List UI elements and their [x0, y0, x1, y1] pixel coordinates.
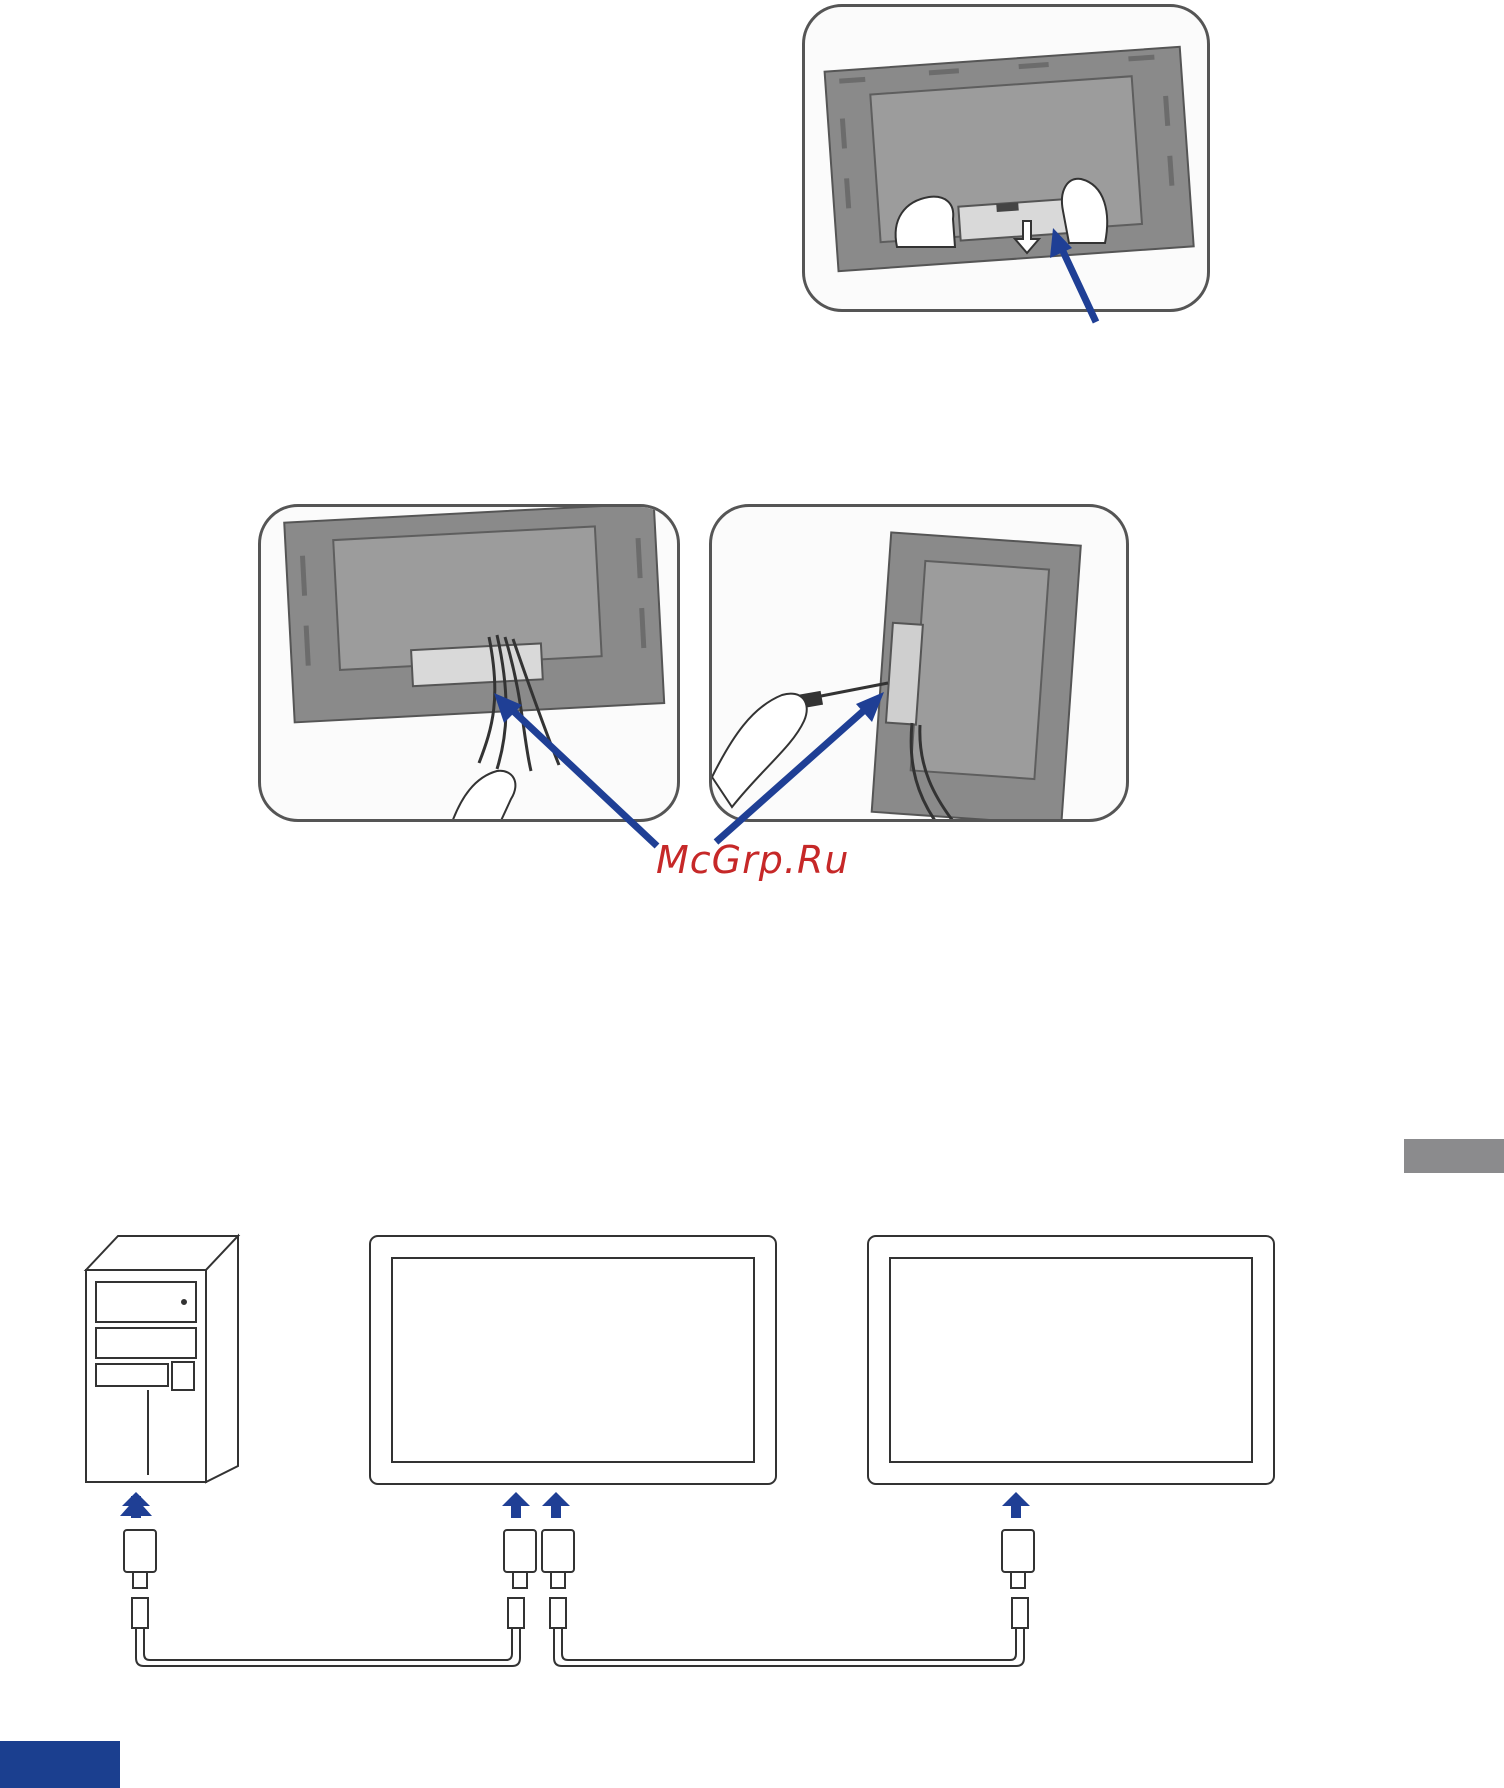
- vga-cable-icon: [124, 1530, 536, 1666]
- vga-cable-icon: [542, 1530, 1034, 1666]
- connection-arrows: [120, 1492, 1030, 1518]
- figure-fasten-screw: [709, 504, 1129, 822]
- page-number-tab: [0, 1741, 120, 1788]
- section-tab: [1404, 1139, 1504, 1173]
- daisy-chain-diagram: [0, 1220, 1504, 1700]
- hands-sliding-cover-illustration: [805, 7, 1210, 312]
- figure-route-cables: [258, 504, 680, 822]
- computer-tower-icon: [86, 1236, 238, 1482]
- figure-remove-cover: [802, 4, 1210, 312]
- monitor-icon: [868, 1236, 1274, 1484]
- screwdriver-illustration: [712, 507, 1129, 822]
- monitor-icon: [370, 1236, 776, 1484]
- cable-bundle-illustration: [261, 507, 680, 822]
- watermark: McGrp.Ru: [656, 838, 849, 882]
